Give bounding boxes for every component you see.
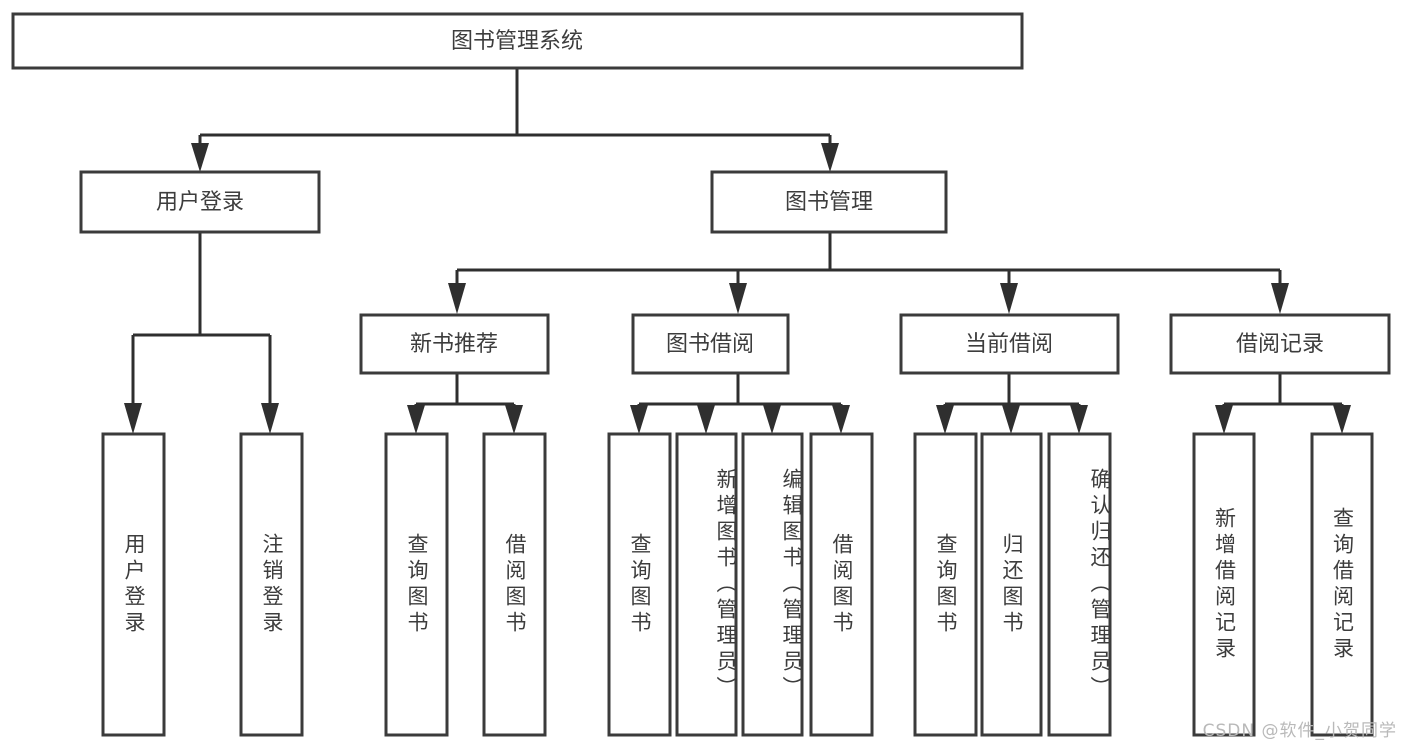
leaf-group-user-login	[101, 432, 304, 737]
node-borrow-record-label: 借阅记录	[1236, 332, 1324, 357]
watermark-text: CSDN @软件_小贺同学	[1202, 721, 1397, 741]
leaf-box-borrow-record-0[interactable]	[1192, 432, 1256, 737]
leaf-box-user-login-0[interactable]	[101, 432, 166, 737]
arrow-head-icon	[448, 283, 466, 314]
node-user-login[interactable]: 用户登录	[79, 170, 321, 234]
leaf-group-borrow-record	[1192, 432, 1374, 737]
leaf-box-book-borrow-1[interactable]	[675, 432, 738, 737]
arrow-head-icon	[630, 405, 648, 434]
arrow-head-icon	[505, 405, 523, 434]
arrow-head-icon	[729, 283, 747, 314]
arrow-head-icon	[1271, 283, 1289, 314]
node-current-borrow-label: 当前借阅	[965, 332, 1053, 357]
arrow-head-icon	[407, 405, 425, 434]
leaf-box-borrow-record-1[interactable]	[1310, 432, 1374, 737]
connector-group-bookmgmt	[448, 232, 1289, 314]
node-book-borrow[interactable]: 图书借阅	[631, 313, 790, 375]
node-book-borrow-box[interactable]	[631, 313, 790, 375]
leaf-box-book-borrow-0[interactable]	[607, 432, 672, 737]
node-user-login-box[interactable]	[79, 170, 321, 234]
arrow-head-icon	[1215, 405, 1233, 434]
node-root-label: 图书管理系统	[451, 29, 583, 54]
arrow-head-icon	[697, 405, 715, 434]
leaf-group-current-borrow	[913, 432, 1112, 737]
arrow-head-icon	[832, 405, 850, 434]
connector-group-currentborrow	[936, 373, 1088, 434]
leaf-box-book-borrow-2[interactable]	[741, 432, 804, 737]
connector-group-newbook	[407, 373, 523, 434]
node-new-book-recommend-label: 新书推荐	[410, 332, 498, 357]
node-root-box[interactable]	[11, 12, 1024, 70]
arrow-head-icon	[191, 143, 209, 172]
arrow-head-icon	[763, 405, 781, 434]
node-current-borrow-box[interactable]	[899, 313, 1120, 375]
node-user-login-label: 用户登录	[156, 190, 244, 215]
leaf-box-book-borrow-3[interactable]	[809, 432, 874, 737]
node-book-management[interactable]: 图书管理	[710, 170, 948, 234]
leaf-box-current-borrow-1[interactable]	[980, 432, 1043, 737]
leaf-box-current-borrow-0[interactable]	[913, 432, 978, 737]
arrow-head-icon	[261, 403, 279, 434]
leaf-box-new-book-0[interactable]	[384, 432, 449, 737]
connector-group-userlogin	[124, 232, 279, 434]
leaf-group-new-book-recommend	[384, 432, 547, 737]
arrow-head-icon	[821, 143, 839, 172]
node-borrow-record[interactable]: 借阅记录	[1169, 313, 1391, 375]
arrow-head-icon	[936, 405, 954, 434]
node-borrow-record-box[interactable]	[1169, 313, 1391, 375]
connector-group-root	[191, 68, 839, 172]
arrow-head-icon	[124, 403, 142, 434]
leaf-box-current-borrow-2[interactable]	[1047, 432, 1112, 737]
arrow-head-icon	[1000, 283, 1018, 314]
leaf-box-user-login-1[interactable]	[239, 432, 304, 737]
node-book-management-box[interactable]	[710, 170, 948, 234]
arrow-head-icon	[1333, 405, 1351, 434]
connector-group-bookborrow	[630, 373, 850, 434]
node-book-management-label: 图书管理	[785, 190, 873, 215]
leaf-group-book-borrow	[607, 432, 874, 737]
arrow-head-icon	[1002, 405, 1020, 434]
node-root[interactable]: 图书管理系统	[11, 12, 1024, 70]
leaf-box-new-book-1[interactable]	[482, 432, 547, 737]
connector-group-borrowrecord	[1215, 373, 1351, 434]
node-new-book-recommend[interactable]: 新书推荐	[359, 313, 550, 375]
node-current-borrow[interactable]: 当前借阅	[899, 313, 1120, 375]
node-new-book-recommend-box[interactable]	[359, 313, 550, 375]
node-book-borrow-label: 图书借阅	[666, 332, 754, 357]
arrow-head-icon	[1070, 405, 1088, 434]
